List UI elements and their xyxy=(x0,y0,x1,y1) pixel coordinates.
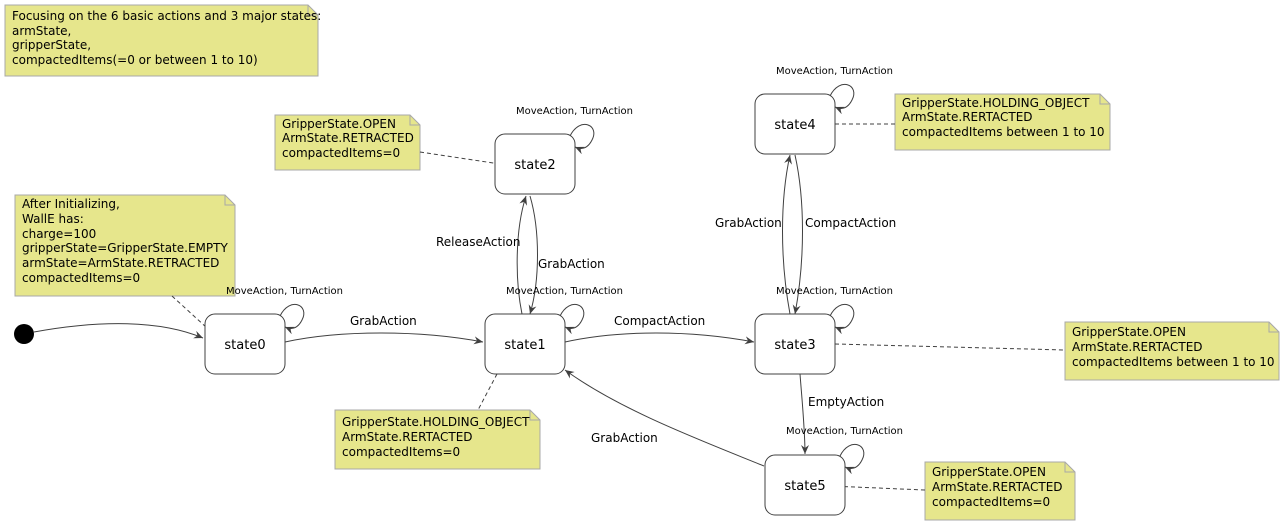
initial-transition xyxy=(33,323,204,339)
transition-state1-state2 xyxy=(516,195,528,315)
state4-note: GripperState.HOLDING_OBJECT ArmState.RER… xyxy=(894,93,1111,151)
state0-label: state0 xyxy=(224,338,265,353)
state0-note-line: WallE has: xyxy=(22,212,84,226)
self-loop-state0 xyxy=(279,304,305,335)
state2-note-line: ArmState.RETRACTED xyxy=(282,131,414,145)
state0-note: After Initializing, WallE has: charge=10… xyxy=(14,194,236,297)
initial-node xyxy=(14,324,34,344)
note-connector xyxy=(834,343,1066,351)
state3-note-line: compactedItems between 1 to 10 xyxy=(1072,355,1275,369)
loop-label-state5: MoveAction, TurnAction xyxy=(786,426,903,437)
state5[interactable]: state5 xyxy=(764,454,846,516)
state3-note: GripperState.OPEN ArmState.RERTACTED com… xyxy=(1064,321,1280,381)
state2-note-line: compactedItems=0 xyxy=(282,146,400,160)
label-state5-state1: GrabAction xyxy=(591,431,658,445)
state3-label: state3 xyxy=(774,338,815,353)
label-state4-state3: CompactAction xyxy=(805,216,896,230)
self-loop-state2 xyxy=(569,124,595,155)
state5-note-line: ArmState.RERTACTED xyxy=(932,480,1063,494)
state3-note-line: ArmState.RERTACTED xyxy=(1072,340,1203,354)
label-state2-state1: GrabAction xyxy=(538,257,605,271)
top-note-line: gripperState, xyxy=(12,38,91,52)
state3[interactable]: state3 xyxy=(754,313,836,375)
state4-note-line: GripperState.HOLDING_OBJECT xyxy=(902,96,1090,110)
top-note-line: compactedItems(=0 or between 1 to 10) xyxy=(12,53,258,67)
loop-label-state1: MoveAction, TurnAction xyxy=(506,286,623,297)
state5-label: state5 xyxy=(784,479,825,494)
note-connector xyxy=(829,485,926,491)
top-note: Focusing on the 6 basic actions and 3 ma… xyxy=(4,4,321,77)
state0-note-line: gripperState=GripperState.EMPTY xyxy=(22,241,228,255)
state0-note-line: compactedItems=0 xyxy=(22,271,140,285)
state2-note-line: GripperState.OPEN xyxy=(282,117,396,131)
state0-note-line: After Initializing, xyxy=(22,197,120,211)
state1[interactable]: state1 xyxy=(484,313,566,375)
transition-state1-state3 xyxy=(564,332,755,345)
state5-note-line: GripperState.OPEN xyxy=(932,465,1046,479)
label-state3-state5: EmptyAction xyxy=(808,395,884,409)
state0-note-line: charge=100 xyxy=(22,227,96,241)
top-note-line: Focusing on the 6 basic actions and 3 ma… xyxy=(12,9,321,23)
state1-note-line: ArmState.RERTACTED xyxy=(342,430,473,444)
label-state3-state4: GrabAction xyxy=(715,216,782,230)
state3-note-line: GripperState.OPEN xyxy=(1072,325,1186,339)
self-loop-state1 xyxy=(559,304,585,335)
transition-state5-state1 xyxy=(564,369,765,467)
state2-note: GripperState.OPEN ArmState.RETRACTED com… xyxy=(274,114,421,171)
state4-note-line: ArmState.RERTACTED xyxy=(902,110,1033,124)
transitions xyxy=(33,154,809,467)
state1-note-line: GripperState.HOLDING_OBJECT xyxy=(342,415,530,429)
state4-note-line: compactedItems between 1 to 10 xyxy=(902,125,1105,139)
state4[interactable]: state4 xyxy=(754,93,836,155)
state5-note: GripperState.OPEN ArmState.RERTACTED com… xyxy=(924,461,1076,521)
transition-state3-state4 xyxy=(782,154,792,315)
loop-label-state0: MoveAction, TurnAction xyxy=(226,286,343,297)
label-state0-state1: GrabAction xyxy=(350,314,417,328)
state1-note-line: compactedItems=0 xyxy=(342,445,460,459)
state1-label: state1 xyxy=(504,338,545,353)
transition-state3-state5 xyxy=(799,373,809,455)
label-state1-state3: CompactAction xyxy=(614,314,705,328)
state0[interactable]: state0 xyxy=(204,313,286,375)
state2[interactable]: state2 xyxy=(494,133,576,195)
loop-label-state3: MoveAction, TurnAction xyxy=(776,286,893,297)
self-loop-state3 xyxy=(829,304,855,335)
transition-state0-state1 xyxy=(284,332,484,345)
note-connector xyxy=(477,373,498,411)
self-loops xyxy=(279,84,865,475)
loop-label-state2: MoveAction, TurnAction xyxy=(516,106,633,117)
self-loop-state5 xyxy=(839,444,865,475)
top-note-line: armState, xyxy=(12,24,71,38)
state5-note-line: compactedItems=0 xyxy=(932,495,1050,509)
transition-state4-state3 xyxy=(792,154,803,315)
label-state1-state2: ReleaseAction xyxy=(436,235,520,249)
state2-label: state2 xyxy=(514,158,555,173)
loop-label-state4: MoveAction, TurnAction xyxy=(776,66,893,77)
self-loop-state4 xyxy=(829,84,855,115)
state0-note-line: armState=ArmState.RETRACTED xyxy=(22,256,219,270)
transition-state2-state1 xyxy=(528,195,538,315)
state1-note: GripperState.HOLDING_OBJECT ArmState.RER… xyxy=(334,409,541,470)
state4-label: state4 xyxy=(774,118,815,133)
